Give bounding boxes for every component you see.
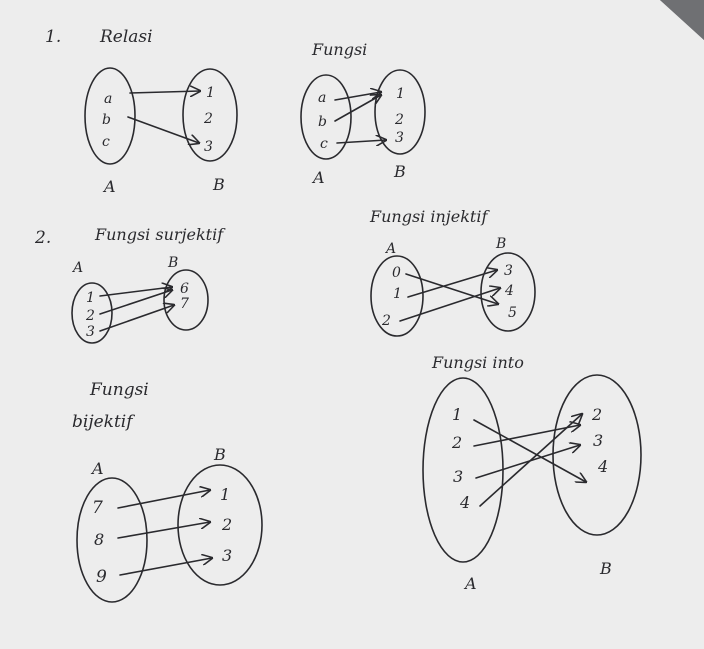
fungsi-a-item: a [318,90,326,106]
into-arrow [475,445,580,479]
fungsi-arrow [334,95,381,122]
into-a-item: 4 [459,493,470,512]
into-arrow [473,419,586,482]
bijektif-b-item: 3 [222,546,232,565]
bijektif-arrow [117,490,210,509]
surjektif-arrow [99,290,172,315]
fungsi-set-a [300,74,352,160]
into-title: Fungsi into [431,353,524,372]
relasi-label-b: B [212,175,225,194]
injektif-arrow [405,273,498,304]
relasi-label-a: A [102,177,116,196]
into-label-a: A [463,574,477,593]
fungsi-set-b [374,69,426,155]
bijektif-label-a: A [90,459,104,478]
injektif-arrow [407,270,497,298]
into-a-item: 2 [451,433,462,452]
into-a-item: 1 [452,405,462,424]
into-set-b [552,374,642,536]
fungsi-title: Fungsi [311,40,367,59]
surjektif-label-a: A [71,260,83,276]
into-diagram: Fungsi into 1 2 3 4 2 3 4 A B [422,353,642,593]
fungsi-b-item: 2 [394,112,404,128]
bijektif-set-a [76,477,148,603]
paper-shadow-corner [660,0,704,40]
fungsi-b-item: 1 [396,86,405,102]
section-1-number: 1. [45,27,61,47]
relasi-arrow [129,91,200,93]
injektif-a-item: 2 [381,313,391,329]
injektif-b-item: 5 [508,305,517,321]
relasi-diagram: Relasi a b c 1 2 3 A B [84,27,238,196]
relasi-set-b [182,68,238,162]
relasi-arrow [127,116,199,143]
into-arrow [479,414,582,507]
into-a-item: 3 [453,467,463,486]
relasi-a-item: a [104,91,112,107]
fungsi-label-b: B [393,162,406,181]
bijektif-diagram: Fungsi bijektif A B 7 8 9 1 2 3 [72,380,263,603]
injektif-arrow [399,288,500,322]
bijektif-arrow [119,558,212,576]
surjektif-set-b [163,269,209,331]
relasi-b-item: 3 [204,139,213,155]
relasi-set-a [84,67,136,165]
bijektif-label-b: B [213,445,226,464]
into-b-item: 3 [593,431,603,450]
relasi-title: Relasi [99,27,153,47]
relasi-a-item: b [102,112,111,128]
into-b-item: 2 [591,405,602,424]
bijektif-title-line1: Fungsi [89,380,149,400]
fungsi-a-item: c [320,136,328,152]
injektif-title: Fungsi injektif [369,207,490,226]
fungsi-arrow [334,92,381,101]
section-2-number: 2. [34,228,51,248]
injektif-a-item: 0 [392,265,401,281]
surjektif-a-item: 3 [86,324,95,340]
into-b-item: 4 [597,457,608,476]
bijektif-a-item: 7 [92,498,103,518]
relasi-b-item: 1 [206,85,215,101]
injektif-set-b [480,252,536,332]
surjektif-label-b: B [167,255,178,271]
surjektif-arrow [99,305,174,332]
surjektif-arrow [99,287,172,297]
injektif-label-a: A [384,241,396,257]
bijektif-set-b [177,464,263,586]
surjektif-b-item: 6 [180,281,189,297]
injektif-b-item: 4 [504,283,514,299]
injektif-label-b: B [495,236,506,252]
surjektif-a-item: 1 [86,290,95,306]
surjektif-title: Fungsi surjektif [94,225,226,244]
surjektif-b-item: 7 [180,296,189,312]
bijektif-a-item: 8 [94,530,104,549]
relasi-a-item: c [102,134,110,150]
into-arrow [473,425,580,447]
injektif-set-a [370,255,424,337]
fungsi-diagram: Fungsi a b c 1 2 3 A B [300,40,426,187]
injektif-diagram: Fungsi injektif A B 0 1 2 3 4 5 [369,207,536,337]
bijektif-b-item: 1 [220,485,230,504]
injektif-b-item: 3 [504,263,513,279]
bijektif-title-line2: bijektif [72,412,135,432]
fungsi-arrow [336,140,386,143]
fungsi-a-item: b [318,114,327,130]
surjektif-set-a [71,282,113,344]
bijektif-b-item: 2 [221,515,232,534]
fungsi-label-a: A [311,168,325,187]
bijektif-a-item: 9 [96,567,107,587]
surjektif-a-item: 2 [85,308,95,324]
surjektif-diagram: Fungsi surjektif A B 1 2 3 6 7 [71,225,226,344]
injektif-a-item: 1 [393,286,402,302]
into-label-b: B [599,559,612,578]
fungsi-b-item: 3 [395,130,404,146]
bijektif-arrow [117,522,210,539]
relasi-b-item: 2 [203,111,213,127]
